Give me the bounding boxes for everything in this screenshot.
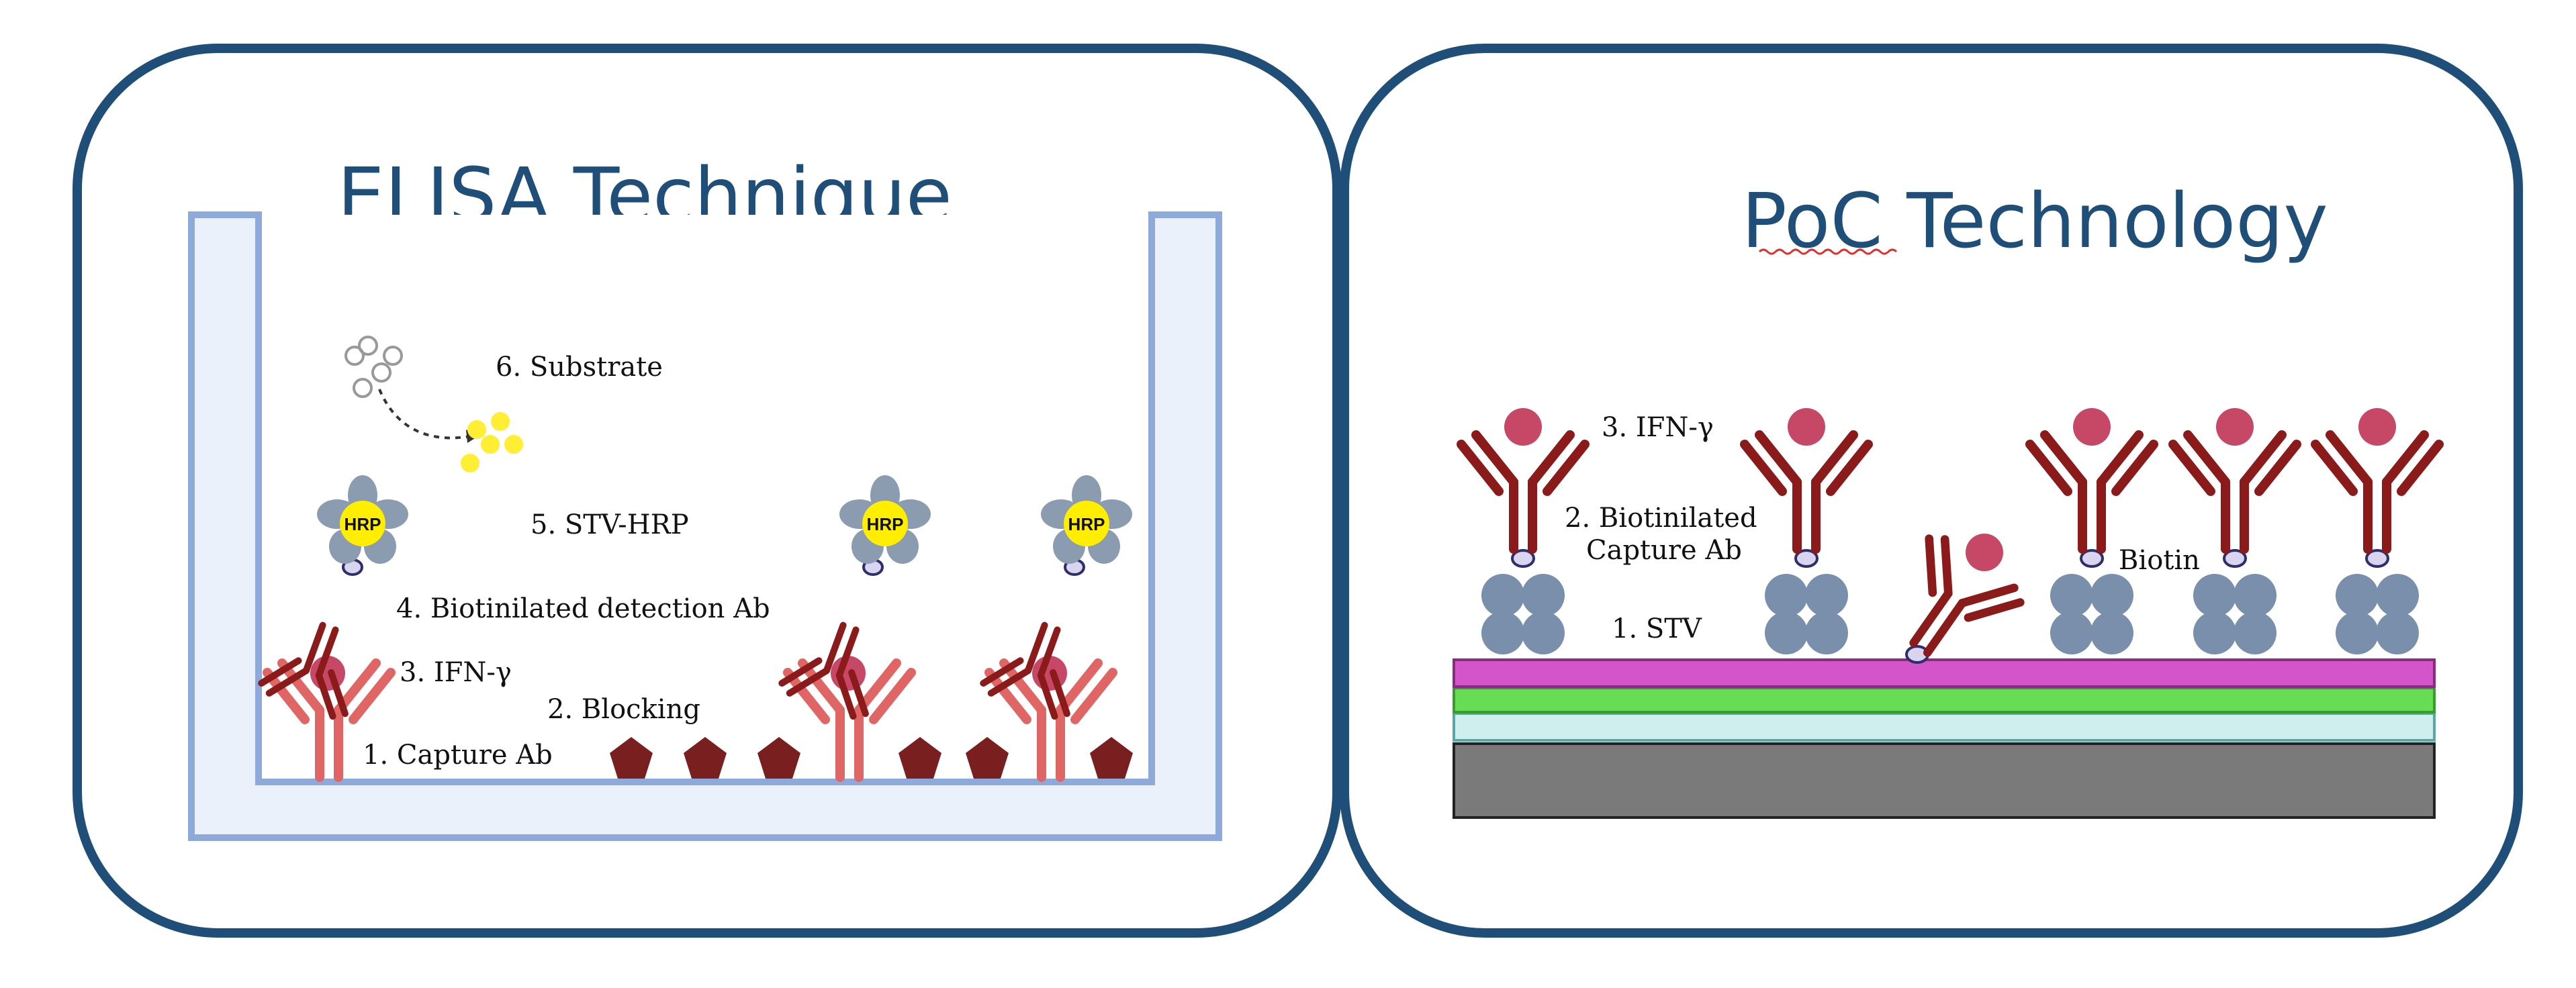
ifn-gamma (1504, 408, 1542, 446)
elisa-sandwich-2: HRP (780, 475, 931, 777)
sensor-layers (1453, 658, 2436, 819)
layer-cyan (1453, 712, 2436, 742)
biotin (2365, 549, 2389, 568)
poc-unbound-antibody (1875, 532, 2025, 679)
poc-capture-ab-label-line2: Capture Ab (1586, 535, 1742, 566)
poc-ifn-label: 3. IFN-γ (1602, 412, 1714, 443)
ifn-gamma (831, 656, 866, 691)
ifn-gamma (2216, 408, 2254, 446)
ifn-gamma (1032, 656, 1067, 691)
hrp-badge: HRP (867, 514, 904, 534)
detection-ab-label: 4. Biotinilated detection Ab (396, 593, 770, 624)
poc-title: PoC Technology (1741, 178, 2328, 265)
hrp-badge: HRP (344, 514, 381, 534)
poc-column-5 (2315, 408, 2439, 654)
elisa-sandwich-3: HRP (981, 475, 1132, 777)
ifn-gamma (310, 656, 345, 691)
biotin (1511, 549, 1535, 568)
hrp-badge: HRP (1068, 514, 1105, 534)
capture-ab-label: 1. Capture Ab (363, 740, 553, 771)
poc-column-4 (2173, 408, 2297, 654)
stv-hrp-label: 5. STV-HRP (531, 509, 689, 540)
ifn-gamma (1788, 408, 1825, 446)
poc-column-2 (1745, 408, 1868, 654)
layer-substrate (1453, 742, 2436, 819)
poc-column-3 (2030, 408, 2154, 654)
substrate-icon (344, 336, 523, 473)
layer-magenta (1453, 658, 2436, 688)
elisa-panel: ELISA Technique 6. Substrate 5. STV (73, 44, 1342, 938)
layer-green (1453, 687, 2436, 713)
poc-capture-ab-label-line1: 2. Biotinilated (1565, 503, 1757, 534)
spellcheck-underline (1758, 248, 1898, 255)
ifn-gamma (2073, 408, 2111, 446)
elisa-sandwich-1: HRP (259, 475, 408, 777)
biotin (2223, 549, 2247, 568)
biotin (1794, 549, 1819, 568)
ifn-gamma (1966, 534, 2003, 571)
substrate-label: 6. Substrate (496, 352, 663, 383)
poc-biotin-label: Biotin (2119, 545, 2200, 576)
poc-panel: PoC Technology 3. IFN-γ 2. Biotinilated … (1340, 44, 2523, 938)
blocking-label: 2. Blocking (547, 694, 700, 725)
poc-stv-label: 1. STV (1612, 613, 1702, 644)
poc-column-1 (1461, 408, 1585, 654)
ifn-label: 3. IFN-γ (400, 657, 512, 688)
biotin (2080, 549, 2104, 568)
ifn-gamma (2358, 408, 2396, 446)
